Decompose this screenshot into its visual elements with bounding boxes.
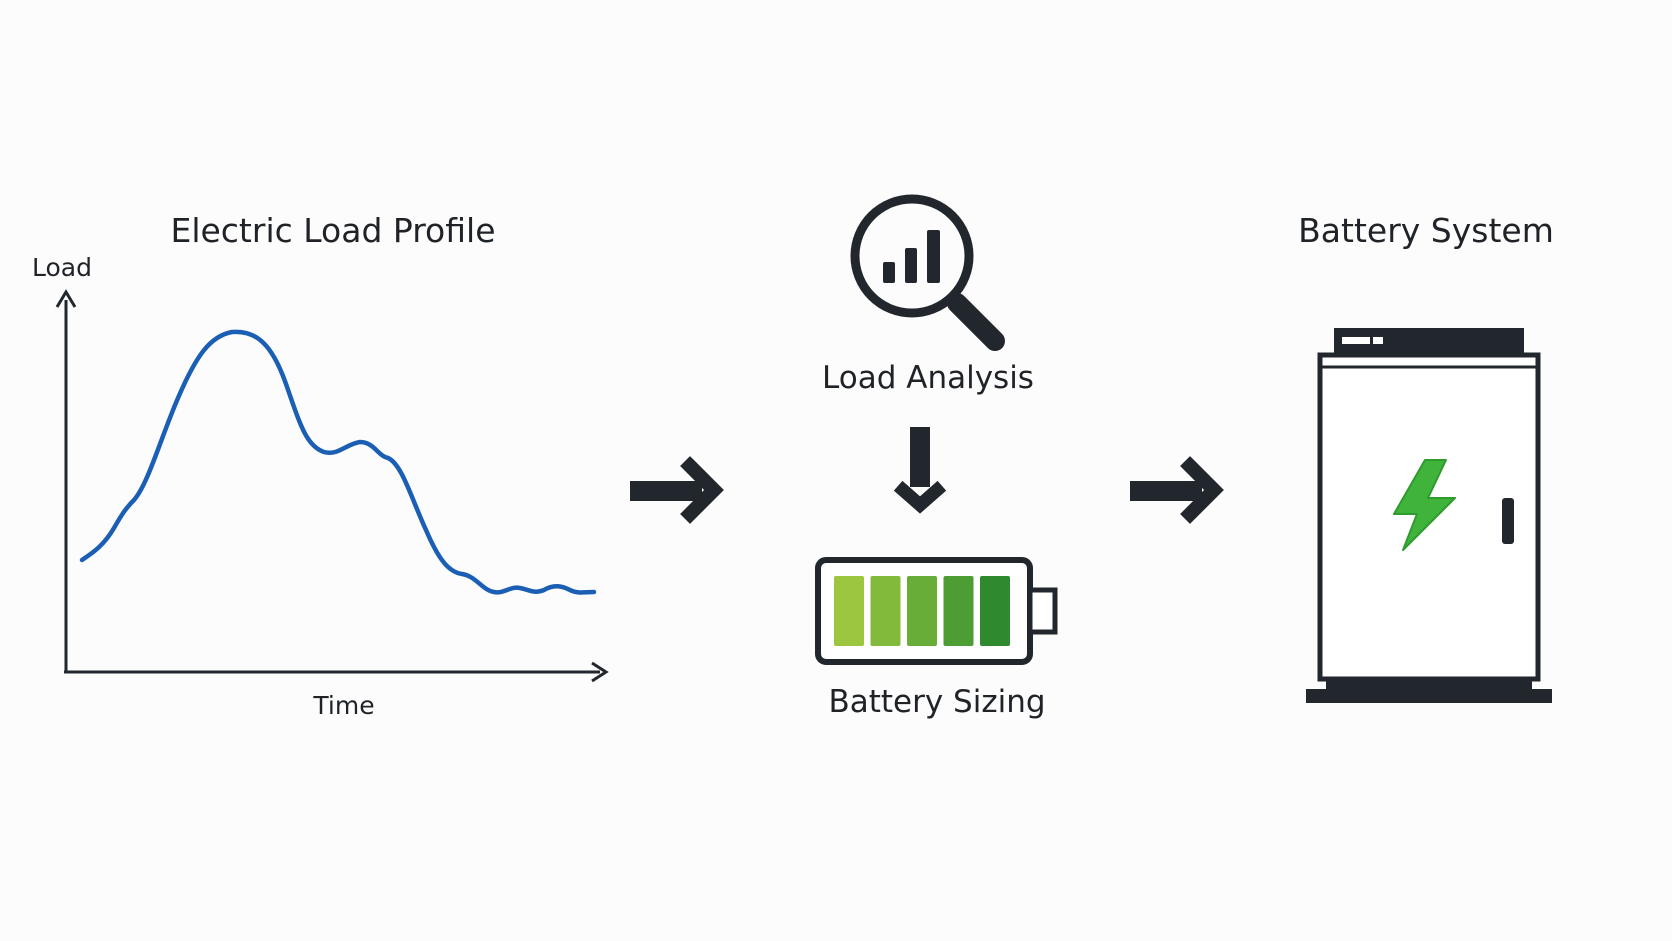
arrow-shaft — [1130, 481, 1202, 501]
load-analysis-label: Load Analysis — [822, 360, 1034, 396]
lightning-bolt-icon — [1393, 459, 1456, 551]
load-analysis-step: Load Analysis — [822, 194, 1034, 396]
arrow-head — [1180, 456, 1224, 524]
arrow-head — [893, 480, 947, 514]
battery-level-segment — [870, 576, 901, 646]
x-axis-label: Time — [312, 691, 374, 720]
cabinet-base-lip — [1326, 679, 1532, 689]
load-profile-title: Electric Load Profile — [170, 211, 495, 250]
cabinet-indicator-light — [1342, 337, 1370, 344]
battery-sizing-step: Battery Sizing — [815, 557, 1058, 720]
battery-system-title: Battery System — [1298, 211, 1554, 250]
cabinet-indicator-light — [1373, 337, 1383, 344]
battery-cabinet-icon — [1306, 328, 1552, 703]
battery-sizing-label: Battery Sizing — [828, 684, 1045, 720]
battery-level-segments — [834, 576, 1010, 646]
battery-level-segment — [980, 576, 1010, 646]
arrow-shaft — [910, 427, 930, 487]
battery-level-segment — [943, 576, 974, 646]
battery-level-segment — [834, 576, 864, 646]
arrow-shaft — [630, 481, 702, 501]
load-profile-panel: Electric Load Profile Load Time — [32, 211, 609, 720]
flow-arrow-down — [893, 427, 947, 514]
battery-level-icon — [815, 557, 1058, 665]
flow-arrow-right-2 — [1130, 456, 1224, 524]
arrow-head — [680, 456, 724, 524]
y-axis-label: Load — [32, 253, 92, 282]
battery-system-panel: Battery System — [1298, 211, 1554, 703]
cabinet-base — [1306, 689, 1552, 703]
cabinet-handle — [1502, 498, 1514, 544]
battery-level-segment — [907, 576, 937, 646]
y-axis-arrowhead — [55, 289, 77, 308]
x-axis-arrowhead — [591, 661, 609, 683]
magnifier-bar-chart-icon — [850, 194, 1005, 351]
load-curve — [79, 329, 597, 595]
flow-arrow-right-1 — [630, 456, 724, 524]
